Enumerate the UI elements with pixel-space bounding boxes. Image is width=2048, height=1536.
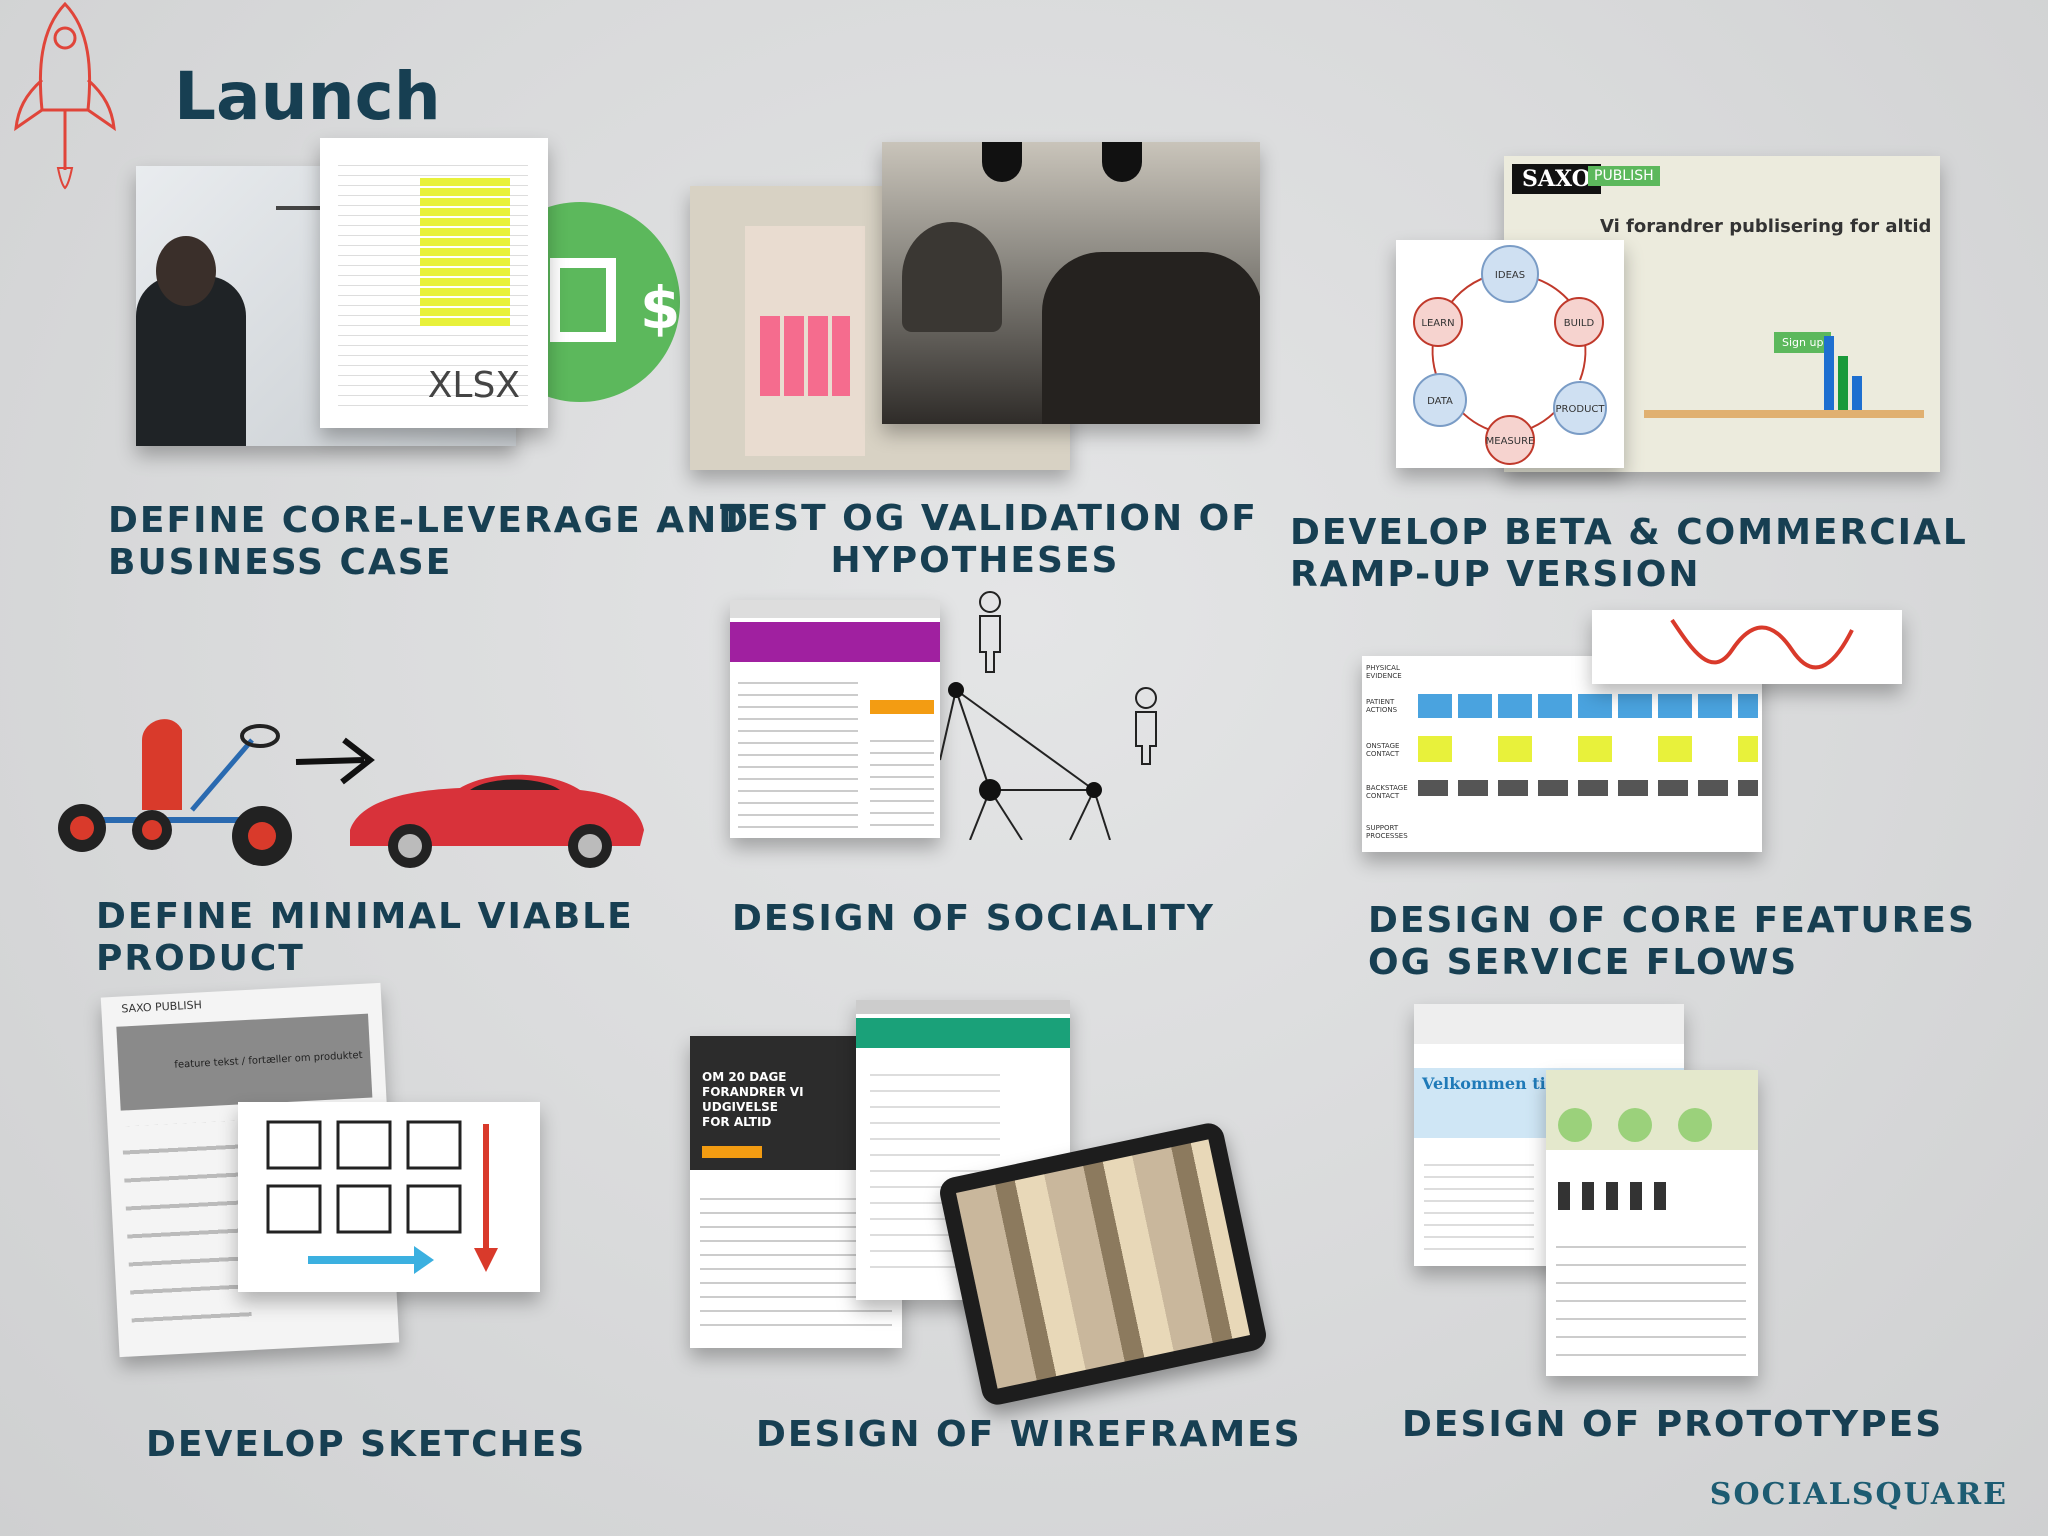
caption-sociality: DESIGN OF SOCIALITY xyxy=(732,898,1215,939)
meeting-photo xyxy=(882,142,1260,424)
sports-car-image xyxy=(350,774,644,868)
caption-wireframes: DESIGN OF WIREFRAMES xyxy=(756,1414,1302,1455)
cycle-ideas: IDEAS xyxy=(1495,270,1525,281)
arrow-right-icon xyxy=(295,737,375,785)
welcome-text: Velkommen til SA xyxy=(1422,1074,1582,1093)
prototype-page-2 xyxy=(1546,1070,1758,1376)
brand-logo: SOCIALSQUARE xyxy=(1709,1477,2008,1512)
saxo-logo: SAXO xyxy=(1512,164,1601,194)
sketch-grid-drawing xyxy=(238,1102,540,1292)
cycle-data: DATA xyxy=(1427,396,1453,407)
service-blueprint: PHYSICAL EVIDENCE PATIENT ACTIONS ONSTAG… xyxy=(1362,656,1762,852)
money-icon: $ xyxy=(520,202,680,402)
row-physical-evidence: PHYSICAL EVIDENCE xyxy=(1366,664,1402,680)
cycle-measure: MEASURE xyxy=(1486,436,1535,447)
rocket-icon xyxy=(14,1,116,190)
community-page-screenshot xyxy=(730,600,940,838)
cycle-product: PRODUCT xyxy=(1556,404,1606,415)
caption-sketches: DEVELOP SKETCHES xyxy=(146,1424,587,1465)
sketch-boxes xyxy=(266,1120,498,1274)
cycle-learn: LEARN xyxy=(1421,318,1454,329)
flow-chart-strip xyxy=(1592,610,1902,684)
caption-prototypes: DESIGN OF PROTOTYPES xyxy=(1402,1404,1944,1445)
build-measure-learn-diagram: IDEAS BUILD PRODUCT MEASURE DATA LEARN xyxy=(1396,240,1624,468)
go-kart-image xyxy=(58,719,292,866)
social-network-icon xyxy=(940,591,1157,840)
page-title: Launch xyxy=(174,58,441,135)
spreadsheet-file: XLSX xyxy=(320,138,548,428)
saxo-badge: PUBLISH xyxy=(1588,166,1660,186)
cycle-diagram: IDEAS BUILD PRODUCT MEASURE DATA LEARN xyxy=(1413,245,1607,465)
cycle-build: BUILD xyxy=(1564,318,1595,329)
row-support-processes: SUPPORT PROCESSES xyxy=(1366,824,1408,840)
row-onstage-contact: ONSTAGE CONTACT xyxy=(1366,742,1400,758)
flow-curve xyxy=(1670,618,1854,670)
sketch-header: SAXO PUBLISH xyxy=(121,998,203,1016)
dollar-sign: $ xyxy=(640,274,680,342)
xlsx-label: XLSX xyxy=(427,365,520,406)
saxo-headline: Vi forandrer publisering for altid xyxy=(1600,216,1932,237)
row-patient-actions: PATIENT ACTIONS xyxy=(1366,698,1398,714)
saxo-signup: Sign up xyxy=(1774,332,1832,353)
row-backstage-contact: BACKSTAGE CONTACT xyxy=(1366,784,1408,800)
